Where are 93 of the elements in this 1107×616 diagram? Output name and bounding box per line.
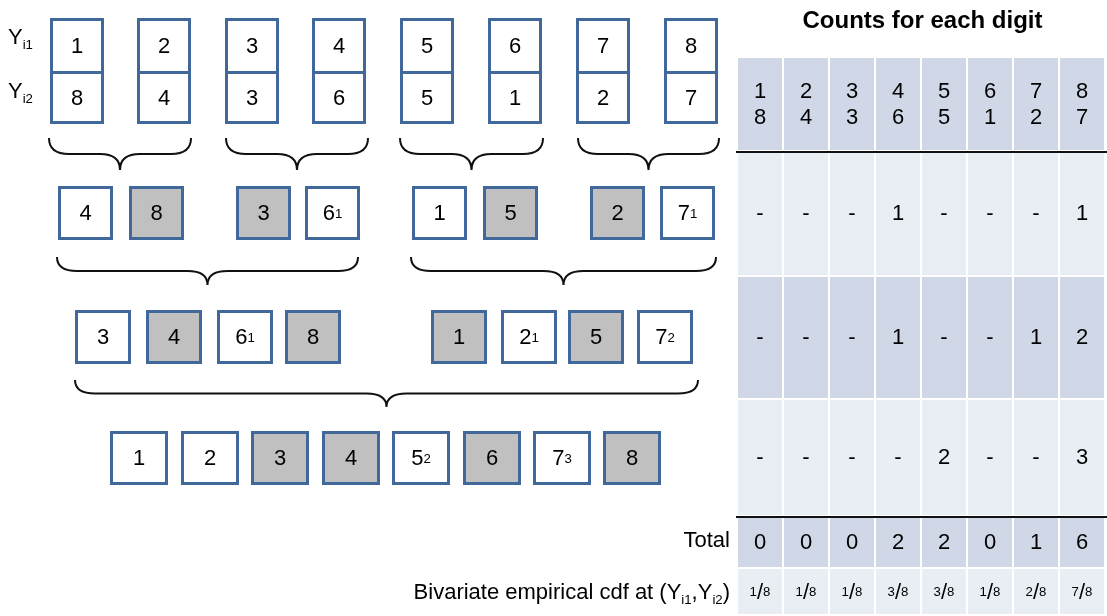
value-box: 4 [322,431,380,485]
variable-label: Y$_{i1}$ [8,24,33,53]
count-cell: - [968,400,1014,517]
value-box: 7$^{3}$ [533,431,591,485]
pair-box [400,18,454,124]
value-box: 2 [181,431,239,485]
value-box: 8 [285,310,341,364]
value-box: 6$^{1}$ [217,310,273,364]
count-cell: 2 [922,400,968,517]
value-box: 1 [110,431,168,485]
value-box: 3 [251,431,309,485]
total-cell: 2 [922,517,968,569]
value-box: 4 [146,310,202,364]
pair-box [664,18,718,124]
value-cell-text: 7 [595,32,611,60]
pair-box [488,18,542,124]
count-cell: - [738,152,784,277]
value-box: 5 [568,310,624,364]
row-label: Bivariate empirical cdf at (Y$_{i1}$,Y$_{i2}$) [413,579,730,608]
header-cell: 8 7 [1060,58,1106,152]
value-cell-text: 5 [419,32,435,60]
value-cell-text: 6 [507,32,523,60]
count-cell: - [830,152,876,277]
value-cell: 5 [403,71,451,121]
count-cell: - [830,277,876,400]
count-cell: 2 [1060,277,1106,400]
count-cell: - [968,277,1014,400]
header-cell: 1 8 [738,58,784,152]
count-cell: 1 [1060,152,1106,277]
value-box: 7$^{2}$ [637,310,693,364]
count-cell: - [1014,152,1060,277]
value-cell-text: 8 [683,32,699,60]
value-box: 8 [129,186,184,240]
value-cell-text: 1 [69,32,85,60]
pair-box [50,18,104,124]
pair-box [137,18,191,124]
value-box: 8 [603,431,661,485]
value-cell: 7 [667,71,715,121]
value-cell: 2 [579,71,627,121]
count-cell: - [922,152,968,277]
value-cell-text: 2 [156,32,172,60]
total-cell: 1 [1014,517,1060,569]
count-cell: 1 [876,277,922,400]
total-cell: 0 [738,517,784,569]
pair-box [576,18,630,124]
value-box: 4 [58,186,113,240]
count-cell: - [738,277,784,400]
header-cell: 5 5 [922,58,968,152]
header-cell: 6 1 [968,58,1014,152]
count-cell: - [784,277,830,400]
count-cell: - [830,400,876,517]
header-cell: 2 4 [784,58,830,152]
value-box: 2$^{1}$ [501,310,557,364]
count-cell: - [784,400,830,517]
total-cell: 2 [876,517,922,569]
value-box: 3 [75,310,131,364]
header-cell: 3 3 [830,58,876,152]
value-box: 5 [483,186,538,240]
value-box: 6 [463,431,521,485]
value-box: 1 [412,186,467,240]
value-box: 1 [431,310,487,364]
total-cell: 0 [968,517,1014,569]
header-cell: 4 6 [876,58,922,152]
value-cell: 3 [228,71,276,121]
value-box: 2 [590,186,645,240]
count-cell: - [922,277,968,400]
value-cell: 1 [491,71,539,121]
count-cell: 1 [876,152,922,277]
count-cell: - [968,152,1014,277]
value-cell: 8 [53,71,101,121]
value-cell: 4 [140,71,188,121]
count-cell: 3 [1060,400,1106,517]
count-cell: - [876,400,922,517]
count-cell: 1 [1014,277,1060,400]
total-cell: 0 [830,517,876,569]
total-cell: 6 [1060,517,1106,569]
value-box: 6$^{1}$ [305,186,360,240]
row-label: Total [683,527,730,553]
value-cell-text: 3 [244,32,260,60]
value-cell: 6 [315,71,363,121]
table-title: Counts for each digit [801,6,1044,34]
pair-box [225,18,279,124]
value-box: 5$^{2}$ [392,431,450,485]
count-cell: - [784,152,830,277]
count-cell: - [738,400,784,517]
value-box: 3 [236,186,291,240]
variable-label: Y$_{i2}$ [8,78,33,107]
value-box: 7$^{1}$ [660,186,715,240]
count-cell: - [1014,400,1060,517]
pair-box [312,18,366,124]
value-cell-text: 4 [331,32,347,60]
total-cell: 0 [784,517,830,569]
header-cell: 7 2 [1014,58,1060,152]
